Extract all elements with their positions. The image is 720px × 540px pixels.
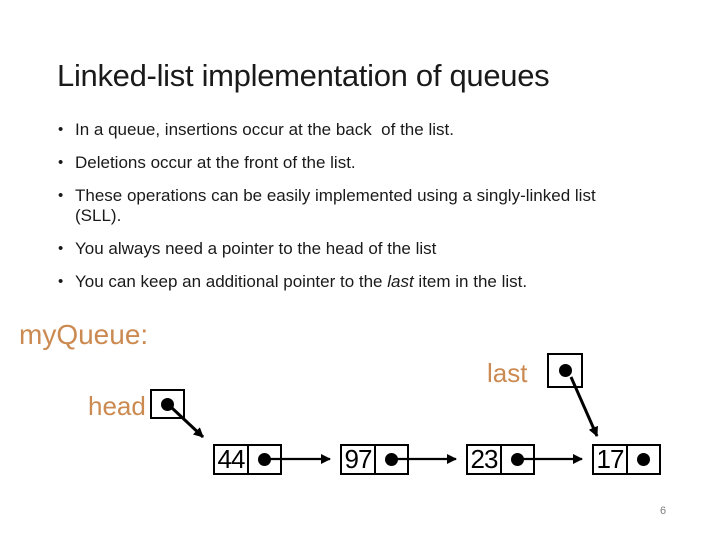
head-pointer-box — [150, 389, 185, 419]
list-node-23: 23 — [466, 444, 535, 475]
node-pointer-dot — [637, 453, 650, 466]
list-node-44: 44 — [213, 444, 282, 475]
bullet-text: In a queue, insertions occur at the back… — [75, 120, 454, 139]
node-pointer-dot — [385, 453, 398, 466]
node-pointer-dot — [511, 453, 524, 466]
bullet-text-italic: last — [387, 272, 414, 291]
bullet-list: In a queue, insertions occur at the back… — [58, 120, 670, 305]
list-node-97: 97 — [340, 444, 409, 475]
node-value: 17 — [592, 444, 628, 475]
node-pointer-cell — [500, 444, 535, 475]
last-pointer-dot — [558, 364, 572, 377]
bullet-text: Deletions occur at the front of the list… — [75, 153, 356, 172]
bullet-item: Deletions occur at the front of the list… — [58, 153, 670, 173]
bullet-text: item in the list. — [413, 272, 528, 291]
node-pointer-cell — [247, 444, 282, 475]
node-value: 44 — [213, 444, 249, 475]
slide-page-number: 6 — [660, 505, 667, 517]
bullet-text: You can keep an additional pointer to th… — [75, 272, 388, 291]
page-title: Linked-list implementation of queues — [57, 58, 550, 93]
node-pointer-cell — [374, 444, 409, 475]
node-value: 23 — [466, 444, 502, 475]
bullet-item: These operations can be easily implement… — [58, 186, 670, 226]
queue-name-label: myQueue: — [19, 319, 149, 350]
bullet-text: (SLL). — [75, 206, 122, 225]
bullet-item: In a queue, insertions occur at the back… — [58, 120, 670, 140]
bullet-item: You always need a pointer to the head of… — [58, 239, 670, 259]
node-value: 97 — [340, 444, 376, 475]
node-pointer-cell — [626, 444, 661, 475]
list-node-17: 17 — [592, 444, 661, 475]
bullet-text: These operations can be easily implement… — [75, 186, 596, 205]
bullet-item: You can keep an additional pointer to th… — [58, 272, 670, 292]
last-pointer-label: last — [487, 358, 528, 388]
head-pointer-dot — [161, 397, 174, 411]
bullet-text: You always need a pointer to the head of… — [75, 239, 437, 258]
head-pointer-label: head — [88, 391, 146, 421]
node-pointer-dot — [258, 453, 271, 466]
last-pointer-box — [547, 353, 583, 388]
